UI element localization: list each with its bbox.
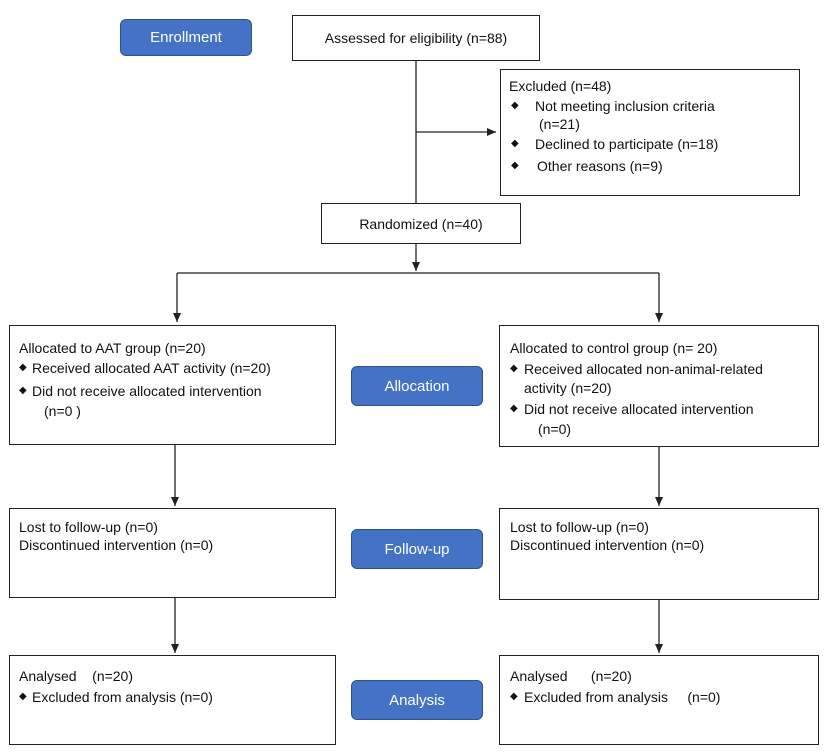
excluded-item-2-line-1: Declined to participate (n=18) xyxy=(535,136,719,152)
stage-allocation: Allocation xyxy=(351,366,483,406)
right-analysis-title: Analysed (n=20) xyxy=(510,668,632,684)
excluded-item-1-line-2: (n=21) xyxy=(539,116,580,132)
excluded-box: Excluded (n=48) ◆ Not meeting inclusion … xyxy=(500,69,800,196)
left-follow-up-line-1: Lost to follow-up (n=0) xyxy=(19,519,158,535)
right-analysis-item-1: Excluded from analysis (n=0) xyxy=(524,689,721,705)
diamond-bullet-icon: ◆ xyxy=(19,362,27,373)
diamond-bullet-icon: ◆ xyxy=(511,160,519,171)
stage-analysis: Analysis xyxy=(351,680,483,720)
left-allocation-title: Allocated to AAT group (n=20) xyxy=(19,340,206,356)
randomized-text: Randomized (n=40) xyxy=(359,215,483,232)
right-follow-up-line-1: Lost to follow-up (n=0) xyxy=(510,519,649,535)
assessed-text: Assessed for eligibility (n=88) xyxy=(324,30,508,46)
left-allocation-box: Allocated to AAT group (n=20) ◆ Received… xyxy=(9,325,336,445)
assessed-box: Assessed for eligibility (n=88) xyxy=(292,15,540,61)
left-allocation-item-2-line-1: Did not receive allocated intervention xyxy=(32,383,262,399)
right-allocation-item-1-line-1: Received allocated non-animal-related xyxy=(524,361,763,377)
right-follow-up-box: Lost to follow-up (n=0) Discontinued int… xyxy=(499,508,819,600)
left-analysis-box: Analysed (n=20) ◆ Excluded from analysis… xyxy=(9,655,336,745)
diamond-bullet-icon: ◆ xyxy=(511,138,519,149)
left-follow-up-box: Lost to follow-up (n=0) Discontinued int… xyxy=(9,508,336,598)
diamond-bullet-icon: ◆ xyxy=(510,691,518,702)
stage-label: Follow-up xyxy=(384,540,450,558)
left-allocation-item-2-line-2: (n=0 ) xyxy=(44,403,81,419)
excluded-title: Excluded (n=48) xyxy=(509,78,612,94)
left-allocation-item-1: Received allocated AAT activity (n=20) xyxy=(32,360,271,376)
stage-label: Analysis xyxy=(389,691,445,709)
stage-follow-up: Follow-up xyxy=(351,529,483,569)
excluded-item-3-line-1: Other reasons (n=9) xyxy=(537,158,663,174)
diamond-bullet-icon: ◆ xyxy=(511,100,519,111)
right-allocation-box: Allocated to control group (n= 20) ◆ Rec… xyxy=(499,325,819,447)
right-analysis-box: Analysed (n=20) ◆ Excluded from analysis… xyxy=(499,655,819,745)
right-follow-up-line-2: Discontinued intervention (n=0) xyxy=(510,537,705,553)
left-analysis-title: Analysed (n=20) xyxy=(19,668,134,684)
stage-label: Allocation xyxy=(384,377,450,395)
left-follow-up-line-2: Discontinued intervention (n=0) xyxy=(19,537,214,553)
left-analysis-item-1: Excluded from analysis (n=0) xyxy=(32,689,213,705)
excluded-item-1-line-1: Not meeting inclusion criteria xyxy=(535,98,715,114)
diamond-bullet-icon: ◆ xyxy=(19,385,27,396)
stage-enrollment: Enrollment xyxy=(120,19,252,56)
right-allocation-item-2-line-1: Did not receive allocated intervention xyxy=(524,401,754,417)
right-allocation-item-1-line-2: activity (n=20) xyxy=(524,380,612,396)
right-allocation-item-2-line-2: (n=0) xyxy=(538,421,572,437)
right-allocation-title: Allocated to control group (n= 20) xyxy=(510,340,718,356)
diamond-bullet-icon: ◆ xyxy=(510,403,518,414)
stage-label: Enrollment xyxy=(150,29,222,46)
randomized-box: Randomized (n=40) xyxy=(321,203,521,244)
diamond-bullet-icon: ◆ xyxy=(510,363,518,374)
diamond-bullet-icon: ◆ xyxy=(19,691,27,702)
